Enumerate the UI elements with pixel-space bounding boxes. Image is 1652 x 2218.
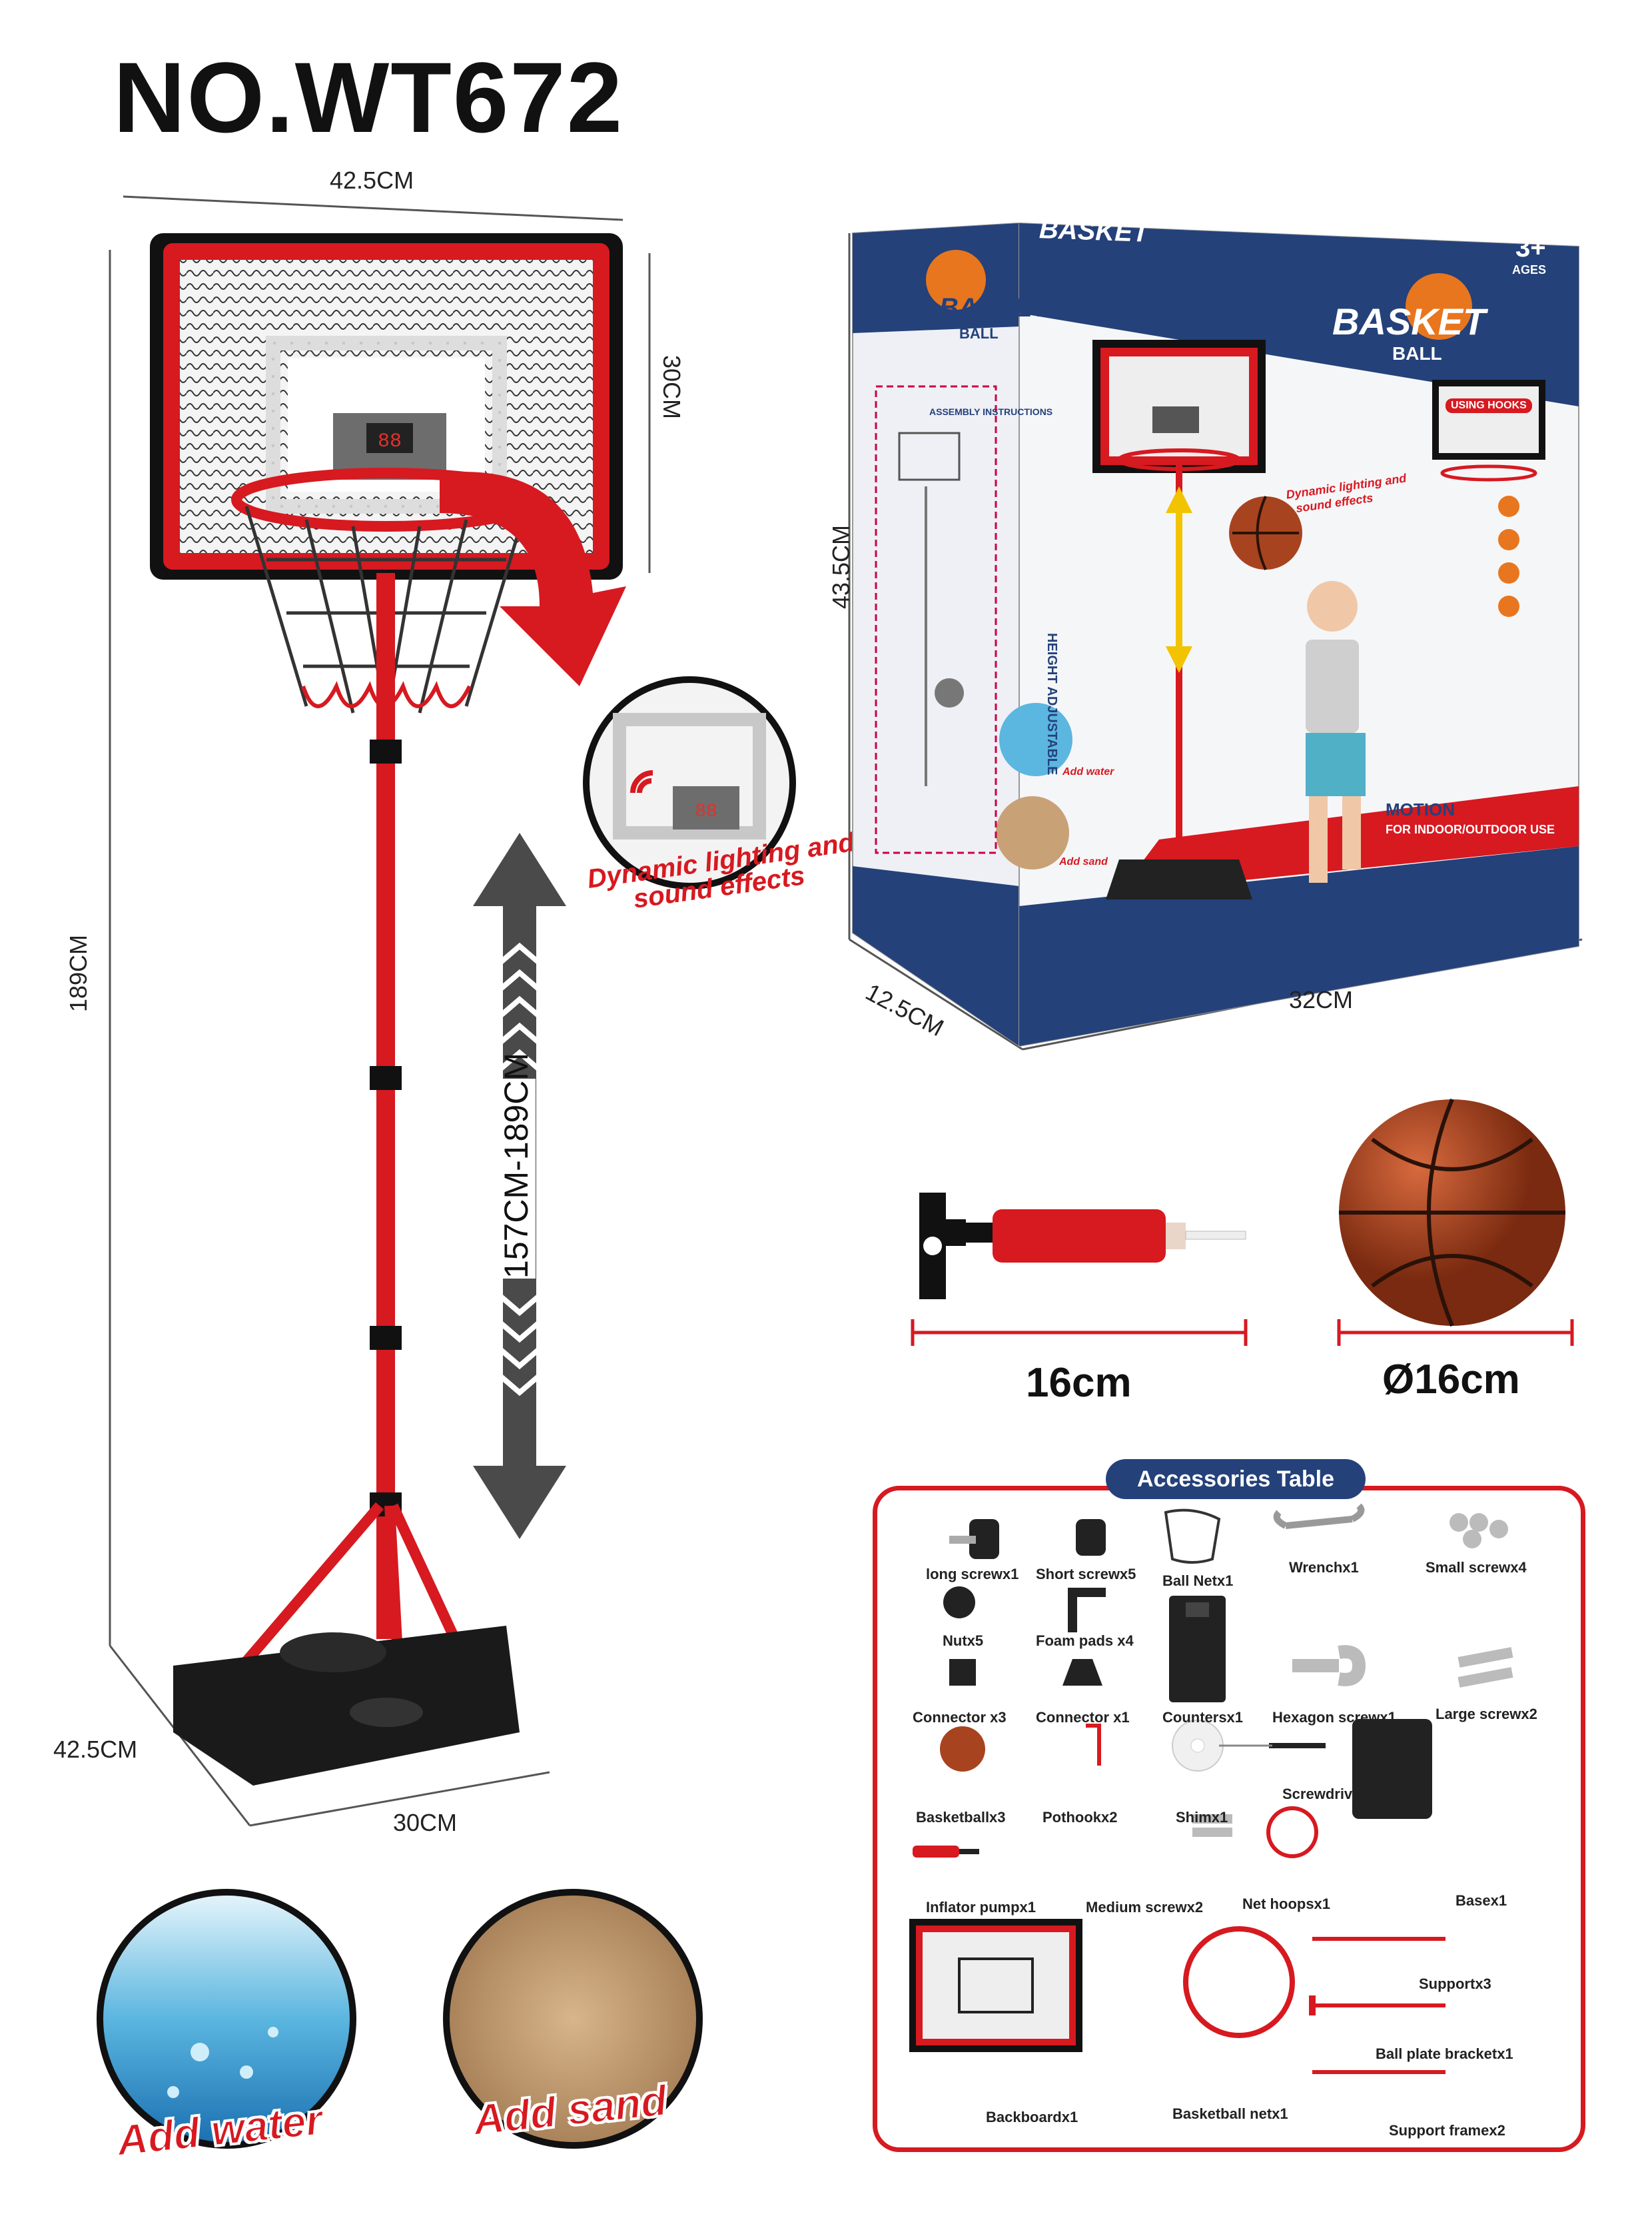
- box-front-brand: BASKET: [1332, 300, 1486, 342]
- acc-nut: Nutx5: [943, 1632, 984, 1649]
- box-add-sand: Add sand: [1059, 856, 1108, 867]
- box-side-brand: BASKET: [939, 293, 1049, 322]
- acc-pothook: Pothookx2: [1042, 1809, 1118, 1826]
- box-front-brand-sub: BALL: [1392, 343, 1442, 364]
- acc-wrench: Wrenchx1: [1289, 1559, 1359, 1576]
- height-range-label: 157CM-189CM: [497, 1052, 536, 1279]
- acc-base: Basex1: [1455, 1892, 1507, 1909]
- acc-medium-screw: Medium screwx2: [1086, 1899, 1204, 1916]
- model-number: NO.WT672: [113, 41, 624, 153]
- ball-diameter-label: Ø16cm: [1382, 1357, 1520, 1402]
- accessories-icons: [909, 1503, 1513, 2074]
- accessories-title: Accessories Table: [1106, 1459, 1366, 1499]
- box-height-label: 43.5CM: [827, 524, 855, 610]
- lighting-callout-circle: 88: [583, 676, 796, 889]
- svg-text:88: 88: [378, 430, 402, 453]
- basketball-image: [1339, 1098, 1565, 1327]
- box-age-sub: AGES: [1512, 263, 1547, 277]
- acc-net-hoops: Net hoopsx1: [1242, 1896, 1331, 1912]
- sand-image: [443, 1889, 703, 2149]
- acc-connector-3: Connector x3: [913, 1709, 1007, 1726]
- pump-length-label: 16cm: [1026, 1360, 1132, 1406]
- acc-inflator-pump: Inflator pumpx1: [926, 1899, 1036, 1916]
- acc-short-screw: Short screwx5: [1036, 1566, 1136, 1582]
- inflator-pump-image: [919, 1193, 1246, 1299]
- acc-ball-plate-bracket: Ball plate bracketx1: [1376, 2045, 1513, 2062]
- acc-large-screw: Large screwx2: [1436, 1706, 1537, 1722]
- box-side-brand-sub: BALL: [959, 325, 999, 342]
- box-motion: MOTION: [1386, 800, 1455, 820]
- box-assembly-label: ASSEMBLY INSTRUCTIONS: [929, 406, 1053, 417]
- red-arrow-icon: [440, 472, 626, 686]
- acc-counters: Countersx1: [1162, 1709, 1244, 1726]
- base-depth-label: 42.5CM: [53, 1736, 138, 1763]
- acc-hexagon-screw: Hexagon screwx1: [1272, 1709, 1396, 1726]
- water-image: [97, 1889, 356, 2149]
- acc-support-frame: Support framex2: [1389, 2122, 1505, 2139]
- callout-display: 88: [695, 802, 717, 822]
- acc-backboard: Backboardx1: [986, 2109, 1078, 2125]
- box-using-hooks: USING HOOKS: [1446, 398, 1532, 413]
- product-box-illustration: [852, 222, 1579, 1047]
- acc-connector-1: Connector x1: [1036, 1709, 1130, 1726]
- total-height-label: 189CM: [65, 934, 93, 1013]
- base-width-label: 30CM: [393, 1809, 458, 1836]
- acc-small-screw: Small screwx4: [1426, 1559, 1527, 1576]
- acc-basketball: Basketballx3: [916, 1809, 1006, 1826]
- acc-screwdriver: Screwdriverx1: [1282, 1786, 1383, 1802]
- acc-ball-net: Ball Netx1: [1162, 1572, 1234, 1589]
- box-add-water: Add water: [1062, 766, 1114, 778]
- box-top-brand: BASKET: [1038, 215, 1150, 248]
- backboard-width-label: 42.5CM: [330, 167, 414, 194]
- acc-basketball-net: Basketball netx1: [1172, 2105, 1288, 2122]
- acc-shim: Shimx1: [1176, 1809, 1228, 1826]
- acc-support: Supportx3: [1419, 1975, 1491, 1992]
- box-height-adjustable: HEIGHT ADJUSTABLE: [1044, 633, 1059, 776]
- acc-foam-pads: Foam pads x4: [1036, 1632, 1134, 1649]
- box-width-label: 32CM: [1289, 986, 1354, 1013]
- acc-long-screw: long screwx1: [926, 1566, 1019, 1582]
- box-age: 3+: [1515, 233, 1546, 263]
- box-indoor: FOR INDOOR/OUTDOOR USE: [1386, 823, 1555, 836]
